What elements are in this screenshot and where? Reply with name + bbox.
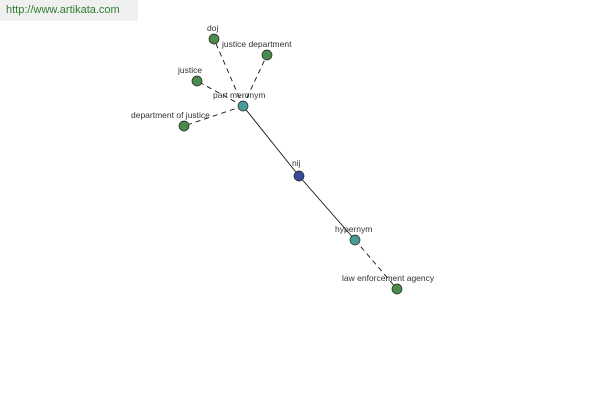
edge-part-meronym-justice-department <box>242 54 268 107</box>
node-label-justice: justice <box>177 65 202 75</box>
edge-nij-part-meronym <box>242 105 300 177</box>
edge-hypernym-law-enforcement-agency <box>354 239 398 290</box>
node-label-doj: doj <box>207 23 218 33</box>
node-label-part-meronym: part meronym <box>213 90 265 100</box>
node-department-of-justice[interactable]: department of justice <box>131 110 210 132</box>
node-hypernym[interactable]: hypernym <box>335 224 372 246</box>
node-circle-law-enforcement-agency[interactable] <box>391 283 403 295</box>
graph-edges <box>183 38 398 290</box>
node-circle-nij[interactable] <box>293 170 305 182</box>
node-circle-department-of-justice[interactable] <box>178 120 190 132</box>
node-justice[interactable]: justice <box>177 65 203 87</box>
node-circle-hypernym[interactable] <box>349 234 361 246</box>
node-label-nij: nij <box>292 158 301 168</box>
node-part-meronym[interactable]: part meronym <box>213 90 265 112</box>
node-circle-justice[interactable] <box>191 75 203 87</box>
node-circle-justice-department[interactable] <box>261 49 273 61</box>
node-doj[interactable]: doj <box>207 23 220 45</box>
edge-part-meronym-department-of-justice <box>183 105 244 127</box>
node-label-law-enforcement-agency: law enforcement agency <box>342 273 435 283</box>
node-nij[interactable]: nij <box>292 158 305 182</box>
node-law-enforcement-agency[interactable]: law enforcement agency <box>342 273 435 295</box>
edge-part-meronym-doj <box>213 38 244 107</box>
edge-nij-hypernym <box>298 175 356 241</box>
watermark-link[interactable]: http://www.artikata.com <box>0 0 138 21</box>
node-circle-doj[interactable] <box>208 33 220 45</box>
node-circle-part-meronym[interactable] <box>237 100 249 112</box>
node-label-hypernym: hypernym <box>335 224 372 234</box>
node-label-justice-department: justice department <box>221 39 292 49</box>
node-justice-department[interactable]: justice department <box>221 39 292 61</box>
node-label-department-of-justice: department of justice <box>131 110 210 120</box>
